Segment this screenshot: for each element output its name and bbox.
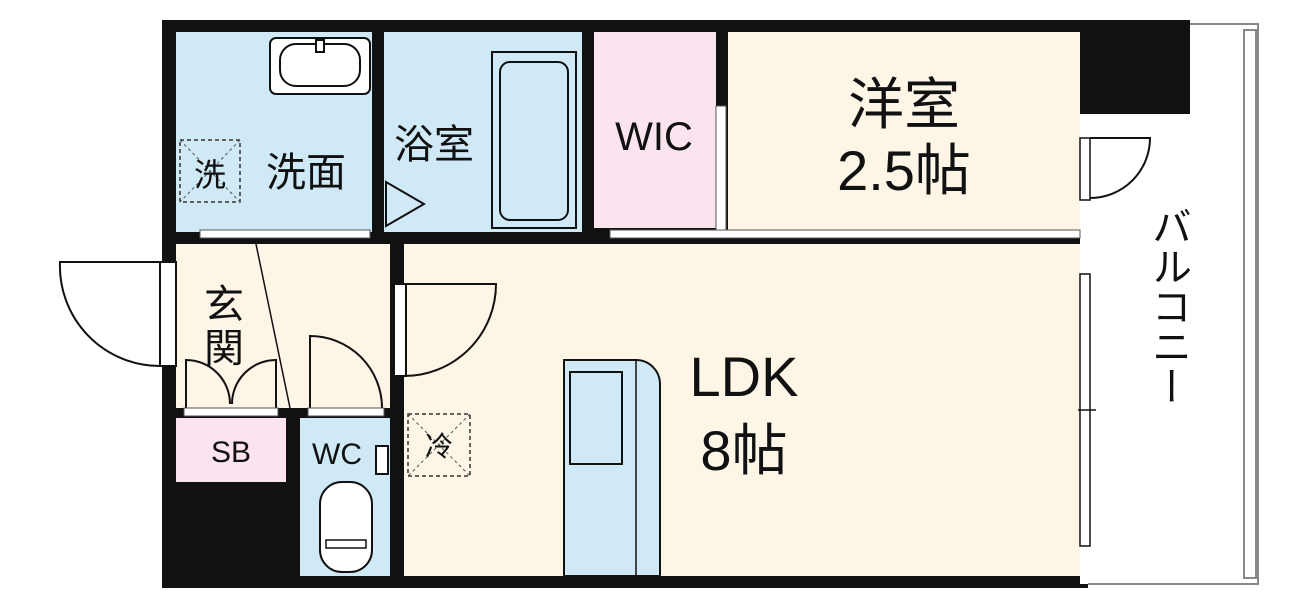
shoe-closet-strip — [183, 407, 279, 417]
shoe-box-area — [176, 418, 286, 482]
toilet-bowl — [319, 481, 373, 573]
ldk-area — [404, 244, 1080, 576]
bedroom-name-label: 洋室 — [848, 73, 960, 136]
wall-wic-bedroom — [716, 32, 728, 106]
outer-black-corner — [1080, 20, 1190, 114]
shoe-closet-door-right — [231, 358, 277, 408]
bathtub-inner — [499, 61, 569, 221]
toilet-seat — [325, 539, 367, 549]
front-door-leaf — [159, 261, 177, 367]
bedroom-window — [1079, 137, 1091, 201]
washroom-sliding-door — [199, 229, 371, 239]
wic-label: WIC — [615, 115, 693, 159]
bath-door-icon — [385, 180, 426, 228]
entrance-label-line1: 玄 — [204, 283, 244, 327]
wic-sliding-door — [715, 105, 727, 231]
toilet-tank — [375, 445, 389, 475]
balcony-rail — [1243, 29, 1257, 579]
shoe-box-label: SB — [211, 436, 251, 469]
wic-area — [594, 32, 716, 228]
wall-sb-wc — [286, 418, 300, 576]
washer-mark-box — [179, 139, 241, 203]
entrance-step-line — [255, 243, 291, 409]
wall-sb-bottom — [176, 482, 286, 576]
bath-label: 浴室 — [394, 123, 474, 167]
entrance-area — [176, 244, 390, 408]
faucet-icon — [315, 39, 325, 53]
kitchen-sink — [569, 371, 623, 465]
bedroom-area — [728, 32, 1080, 232]
shoe-closet-door-left — [185, 358, 231, 408]
wall-entrance-ldk-lower — [390, 376, 404, 576]
fridge-mark-box — [407, 413, 471, 477]
wall-bath-wic — [582, 32, 594, 232]
bedroom-size-label: 2.5帖 — [837, 139, 971, 202]
balcony-label: バルコニー — [1146, 206, 1190, 406]
toilet-door-swing — [309, 334, 383, 409]
ldk-size-label: 8帖 — [700, 419, 787, 482]
bedroom-window-swing — [1089, 137, 1152, 199]
ldk-door-swing — [403, 283, 498, 377]
wall-entrance-bottom — [176, 408, 404, 418]
fridge-mark-diag-2 — [407, 413, 471, 477]
entrance-label-line2: 関 — [204, 327, 244, 371]
ldk-door-leaf — [393, 283, 407, 377]
toilet-door-strip — [307, 407, 385, 417]
toilet-label: WC — [312, 438, 362, 471]
washer-mark-label: 洗 — [194, 157, 226, 193]
washroom-label: 洗面 — [266, 151, 346, 195]
front-door-swing — [58, 261, 161, 367]
wall-entrance-ldk — [390, 244, 404, 294]
washer-mark-diag-2 — [179, 139, 241, 203]
bedroom-sliding-door — [609, 229, 1081, 239]
wall-wash-bath — [372, 32, 384, 232]
balcony-area — [1085, 23, 1259, 585]
ldk-name-label: LDK — [690, 345, 799, 408]
fridge-mark-label: 冷 — [425, 431, 453, 462]
